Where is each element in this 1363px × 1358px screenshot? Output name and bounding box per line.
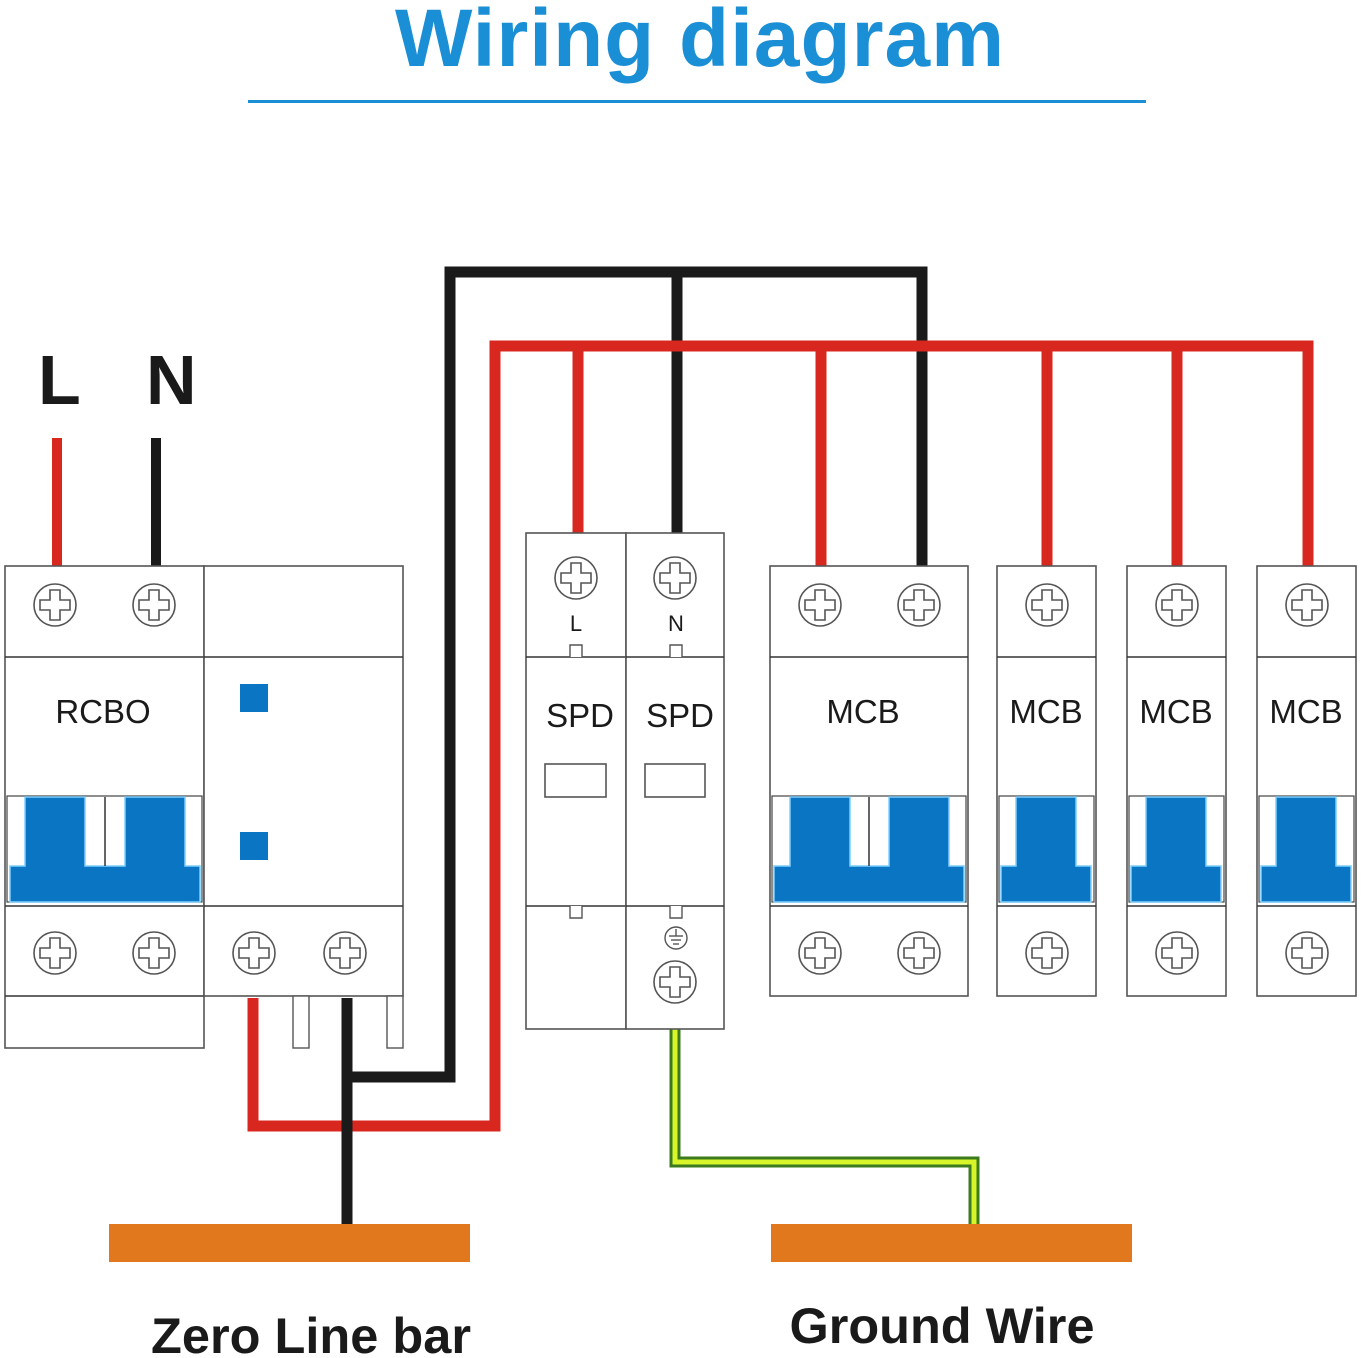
spd-n-terminal-label: N	[668, 611, 684, 636]
ground-wire-edge	[669, 1028, 980, 1226]
rcbo-label: RCBO	[55, 693, 150, 730]
screw-icon	[1155, 583, 1199, 627]
title-underline	[248, 100, 1146, 103]
rcbo-toggle-handle[interactable]	[6, 795, 203, 903]
screw-icon	[1285, 583, 1329, 627]
spd-n-device[interactable]: N SPD	[625, 532, 725, 1030]
diagram-title: Wiring diagram	[394, 0, 1006, 84]
mcb-2-device[interactable]: MCB	[996, 565, 1097, 997]
indicator-square	[240, 832, 268, 860]
status-window	[644, 763, 706, 798]
mcb-3-label: MCB	[1139, 693, 1212, 730]
screw-icon	[653, 556, 697, 600]
earth-ground-icon	[664, 926, 688, 950]
screw-icon	[323, 931, 367, 975]
mcb-4-toggle-handle[interactable]	[1258, 795, 1355, 903]
ground-busbar	[771, 1224, 1132, 1262]
mcb-2-label: MCB	[1009, 693, 1082, 730]
live-label: L	[38, 341, 81, 419]
screw-icon	[1025, 931, 1069, 975]
mcb-1-device[interactable]: MCB	[769, 565, 969, 997]
screw-icon	[132, 931, 176, 975]
screw-icon	[232, 931, 276, 975]
rcbo-device[interactable]: RCBO	[4, 565, 205, 1049]
screw-icon	[1025, 583, 1069, 627]
rcbo-residual-module	[203, 565, 404, 1049]
screw-icon	[132, 583, 176, 627]
indicator-square	[240, 684, 268, 712]
screw-icon	[798, 583, 842, 627]
mcb-4-device[interactable]: MCB	[1256, 565, 1357, 997]
mcb-1-label: MCB	[826, 693, 899, 730]
mcb-4-label: MCB	[1269, 693, 1342, 730]
screw-icon	[554, 556, 598, 600]
screw-icon	[653, 960, 697, 1004]
mcb-1-toggle-handle[interactable]	[771, 795, 967, 903]
screw-icon	[33, 583, 77, 627]
screw-icon	[1155, 931, 1199, 975]
status-window	[544, 763, 607, 798]
mcb-3-toggle-handle[interactable]	[1128, 795, 1225, 903]
zero-line-bar-label: Zero Line bar	[151, 1308, 471, 1358]
spd-l-device[interactable]: L SPD	[525, 532, 627, 1030]
spd-l-label: SPD	[546, 697, 614, 734]
mcb-3-device[interactable]: MCB	[1126, 565, 1227, 997]
screw-icon	[33, 931, 77, 975]
live-distribution-wire	[247, 340, 1314, 1132]
ground-wire-label: Ground Wire	[790, 1298, 1095, 1354]
wires	[52, 266, 1314, 1226]
spd-n-label: SPD	[646, 697, 714, 734]
screw-icon	[798, 931, 842, 975]
spd-l-terminal-label: L	[570, 611, 582, 636]
zero-line-busbar	[109, 1224, 470, 1262]
ground-wire	[672, 1028, 977, 1226]
screw-icon	[897, 583, 941, 627]
screw-icon	[1285, 931, 1329, 975]
mcb-2-toggle-handle[interactable]	[998, 795, 1095, 903]
neutral-label: N	[146, 341, 197, 419]
neutral-distribution-wire	[347, 266, 928, 1083]
screw-icon	[897, 931, 941, 975]
